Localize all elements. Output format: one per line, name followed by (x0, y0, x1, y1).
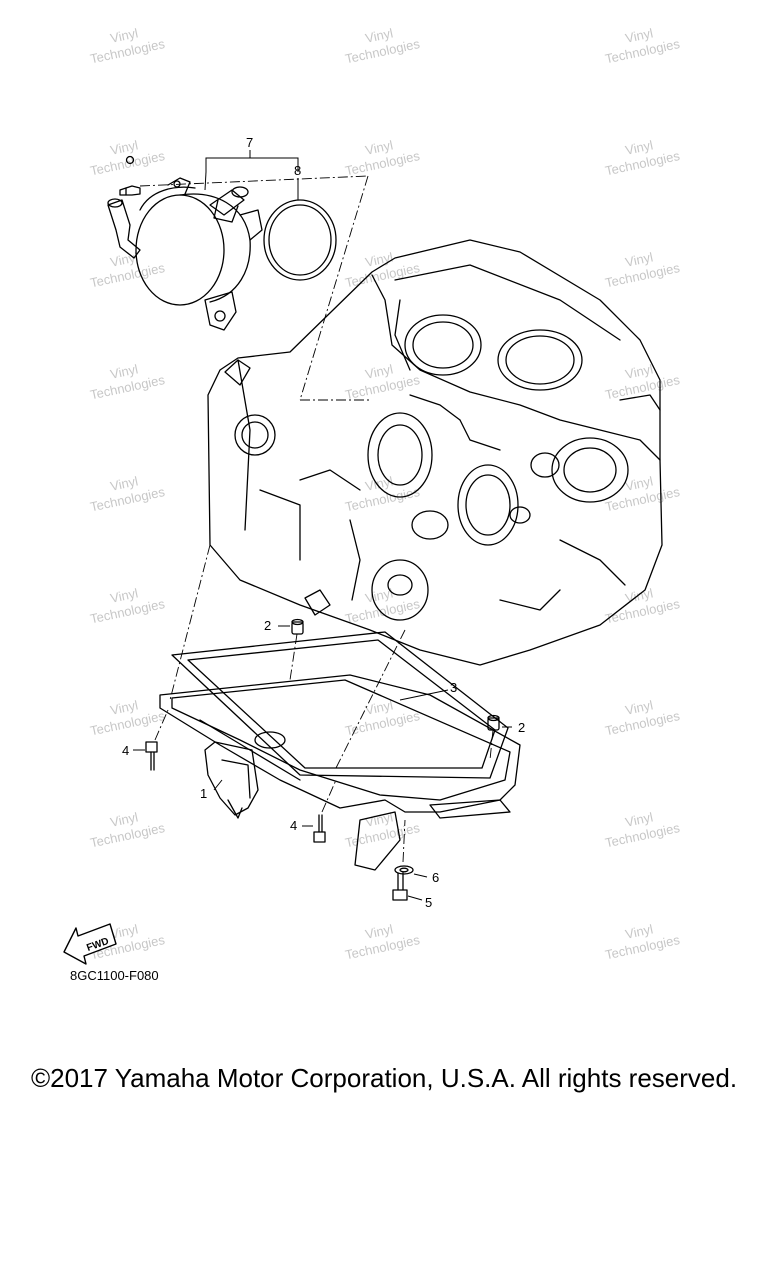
callout-2-right: 2 (518, 720, 525, 735)
alignment-lines (139, 175, 494, 863)
watermark-line-1: Vinyl (624, 921, 655, 942)
copyright-notice: ©2017 Yamaha Motor Corporation, U.S.A. A… (30, 1063, 738, 1093)
bolt-left (145, 741, 158, 771)
watermark-line-1: Vinyl (109, 473, 140, 494)
watermark-line-1: Vinyl (624, 809, 655, 830)
watermark-line-1: Vinyl (364, 25, 395, 46)
bolt-bottom (313, 814, 326, 843)
oil-pan (159, 674, 521, 871)
callout-3: 3 (450, 680, 457, 695)
dowel-pin-upper (291, 618, 304, 635)
dowel-pin-right (487, 714, 500, 731)
watermark-line-1: Vinyl (624, 697, 655, 718)
watermark-line-1: Vinyl (364, 697, 395, 718)
callout-1: 1 (200, 786, 207, 801)
oil-cooler-assembly (107, 155, 263, 331)
watermark-line-1: Vinyl (109, 697, 140, 718)
exploded-parts-diagram: VinylTechnologiesVinylTechnologiesVinylT… (63, 25, 682, 965)
watermark-line-1: Vinyl (364, 361, 395, 382)
watermark-line-1: Vinyl (364, 249, 395, 270)
oil-level-switch (204, 741, 259, 819)
watermark-line-1: Vinyl (109, 809, 140, 830)
oil-pan-gasket (171, 631, 509, 779)
crankcase (207, 239, 663, 666)
drain-bolt (392, 872, 408, 901)
watermark-line-1: Vinyl (109, 361, 140, 382)
watermark-line-1: Vinyl (624, 137, 655, 158)
watermark-line-1: Vinyl (624, 473, 655, 494)
drain-washer (394, 865, 414, 875)
callout-6: 6 (432, 870, 439, 885)
o-ring (263, 199, 337, 281)
callout-2-upper: 2 (264, 618, 271, 633)
watermark-line-1: Vinyl (624, 361, 655, 382)
watermark-line-1: Vinyl (109, 921, 140, 942)
callout-7: 7 (246, 135, 253, 150)
watermark-line-1: Vinyl (624, 25, 655, 46)
leader-lines (133, 150, 512, 901)
watermark-line-1: Vinyl (364, 137, 395, 158)
watermark-line-1: Vinyl (109, 137, 140, 158)
watermark-line-1: Vinyl (109, 585, 140, 606)
watermark-line-1: Vinyl (364, 921, 395, 942)
watermark-line-1: Vinyl (109, 249, 140, 270)
watermark-line-1: Vinyl (109, 25, 140, 46)
diagram-code: 8GC1100-F080 (70, 968, 159, 983)
callout-8: 8 (294, 163, 301, 178)
watermark-line-1: Vinyl (624, 249, 655, 270)
callout-5: 5 (425, 895, 432, 910)
callout-4-left: 4 (122, 743, 129, 758)
callout-4-bottom: 4 (290, 818, 297, 833)
